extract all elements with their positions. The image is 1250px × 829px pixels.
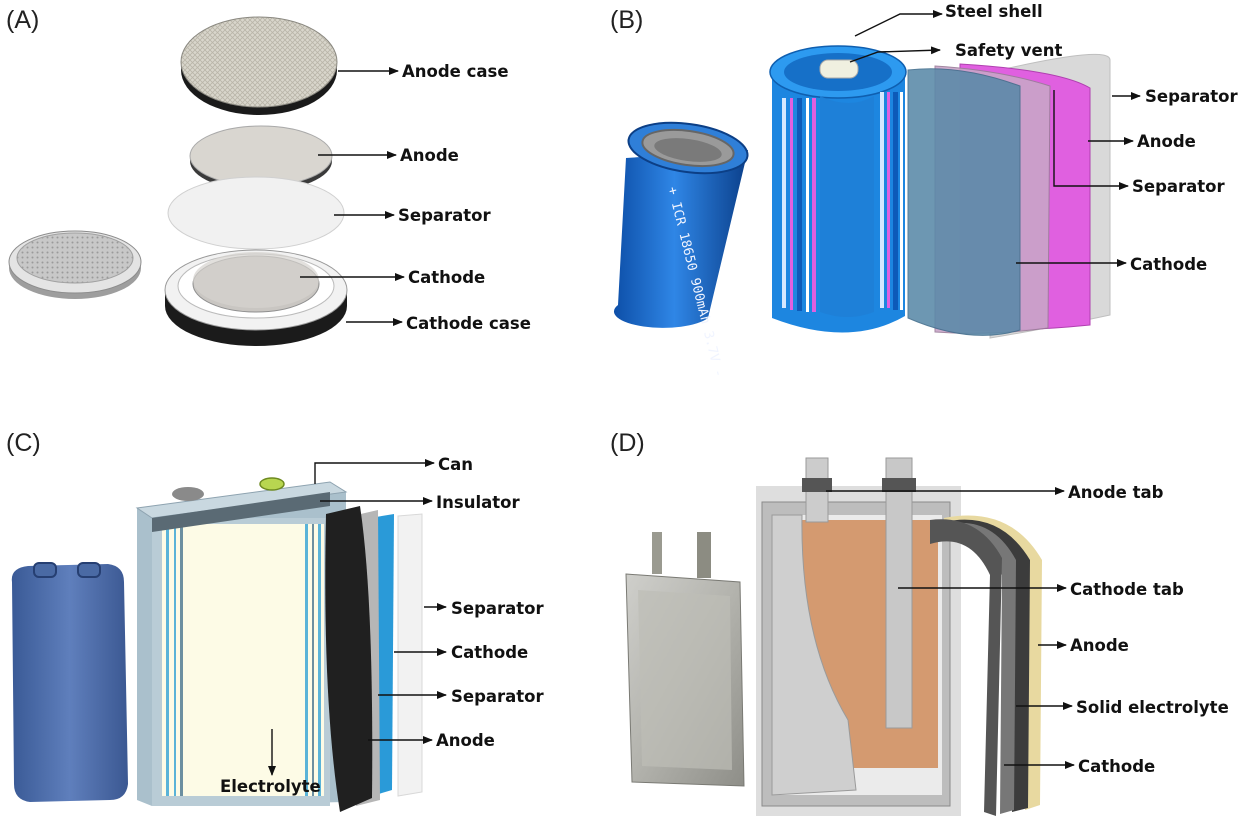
rolled-electrode-sheets [930,515,1042,816]
label-insulator: Insulator [436,493,520,512]
cathode-layer [907,68,1021,336]
label-anode-c: Anode [436,731,495,750]
panel-a-letter: (A) [6,6,39,34]
label-cathode-case: Cathode case [406,314,531,333]
label-anode-b: Anode [1137,132,1196,151]
panel-c-letter: (C) [6,429,41,457]
cathode-disk [192,252,320,313]
label-anode-tab: Anode tab [1068,483,1164,502]
panel-a: (A) Anode case [6,6,531,346]
anode-sheet [325,506,373,812]
nine-volt-photo [11,562,128,802]
separator-sheet-outer [397,513,423,797]
label-separator-c-outer: Separator [451,599,545,618]
panel-c: (C) Can [6,429,545,812]
label-electrolyte: Electrolyte [220,777,321,796]
label-safety-vent: Safety vent [955,41,1062,60]
separator-sheet [167,176,345,250]
label-solid-electrolyte: Solid electrolyte [1076,698,1229,717]
label-anode-d: Anode [1070,636,1129,655]
label-separator-outer: Separator [1145,87,1239,106]
panel-b-letter: (B) [610,6,643,34]
label-separator: Separator [398,206,492,225]
label-cathode-d: Cathode [1078,757,1155,776]
pouch-cell-photo [625,532,745,787]
label-cathode-tab: Cathode tab [1070,580,1184,599]
anode-case [180,16,338,115]
label-anode-case: Anode case [402,62,509,81]
label-cathode-c: Cathode [451,643,528,662]
label-can: Can [438,455,473,474]
label-cathode: Cathode [408,268,485,287]
label-anode: Anode [400,146,459,165]
panel-d-letter: (D) [610,429,645,457]
anode-disk [189,125,333,191]
pouch-cutaway [756,457,961,816]
label-cathode-b: Cathode [1130,255,1207,274]
coin-cell-photo [8,230,142,299]
label-separator-c-inner: Separator [451,687,545,706]
label-steel-shell: Steel shell [945,2,1043,21]
cylindrical-cutaway [769,45,907,333]
prismatic-cell [135,477,348,806]
label-separator-inner: Separator [1132,177,1226,196]
panel-b: (B) + ICR 18650 900mAh 3.7V - [610,2,1239,379]
cylindrical-cell-photo: + ICR 18650 900mAh 3.7V - [613,121,749,379]
panel-d: (D) Anode tab [610,429,1229,816]
